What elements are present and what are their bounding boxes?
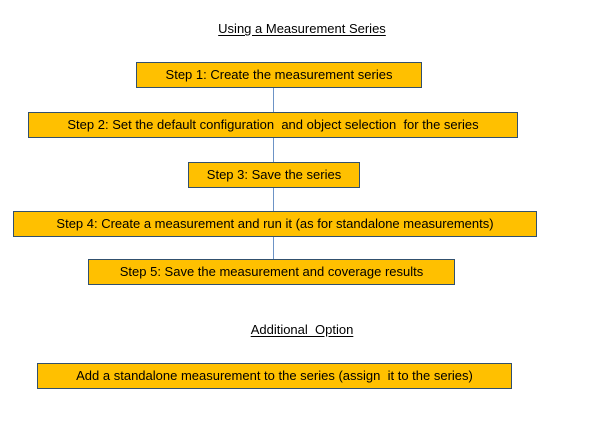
connector-step1-step2 xyxy=(273,88,274,112)
additional-option-label: Add a standalone measurement to the seri… xyxy=(76,368,473,383)
connector-step3-step4 xyxy=(273,188,274,211)
step-3-label: Step 3: Save the series xyxy=(206,167,342,182)
step-1-node[interactable]: Step 1: Create the measurement series xyxy=(136,62,422,88)
step-3-node[interactable]: Step 3: Save the series xyxy=(188,162,360,188)
step-4-label: Step 4: Create a measurement and run it … xyxy=(56,216,494,231)
additional-option-node[interactable]: Add a standalone measurement to the seri… xyxy=(37,363,512,389)
step-1-label: Step 1: Create the measurement series xyxy=(165,67,393,82)
step-5-label: Step 5: Save the measurement and coverag… xyxy=(119,264,424,279)
step-2-label: Step 2: Set the default configuration an… xyxy=(67,117,479,132)
connector-step4-step5 xyxy=(273,237,274,259)
step-2-node[interactable]: Step 2: Set the default configuration an… xyxy=(28,112,518,138)
page-title: Using a Measurement Series xyxy=(218,21,386,36)
connector-step2-step3 xyxy=(273,138,274,162)
step-4-node[interactable]: Step 4: Create a measurement and run it … xyxy=(13,211,537,237)
step-5-node[interactable]: Step 5: Save the measurement and coverag… xyxy=(88,259,455,285)
additional-option-title: Additional Option xyxy=(250,322,354,337)
